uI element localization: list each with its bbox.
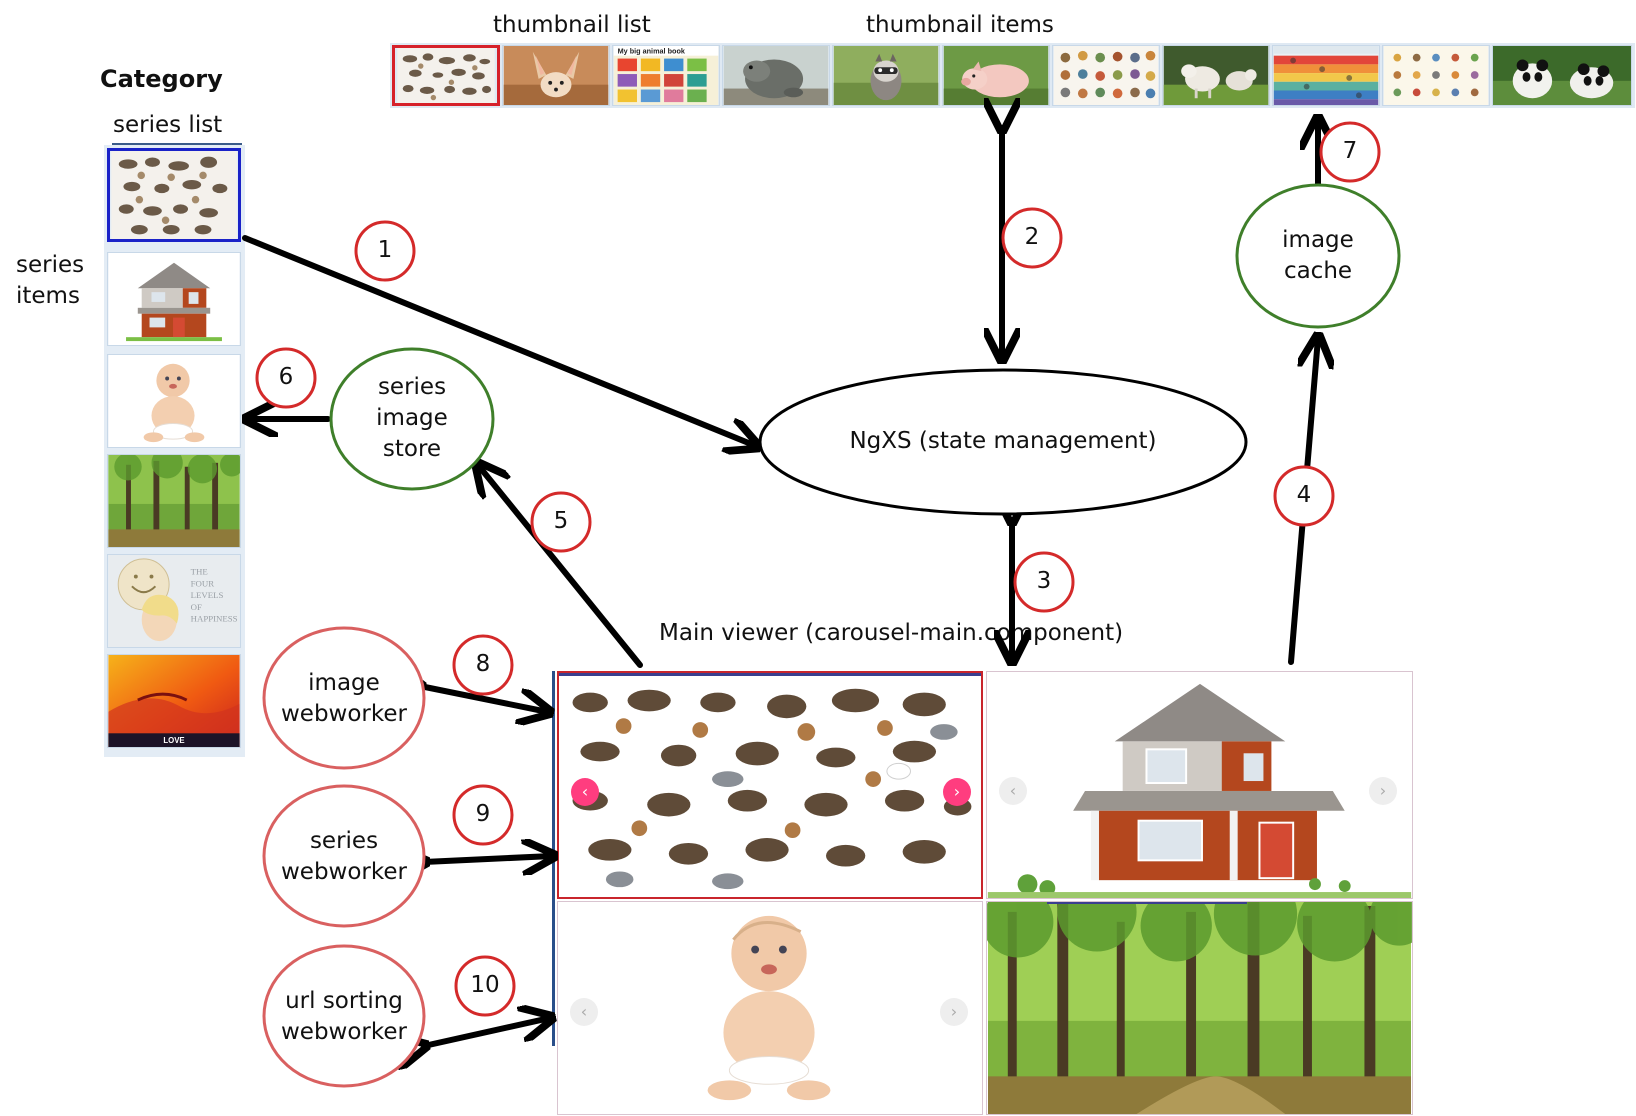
arrow-series-webworker	[424, 856, 552, 862]
series-items-label: series items	[16, 252, 85, 309]
thumb-fennec-fox[interactable]	[502, 45, 610, 106]
happiness-text-line: LEVELS	[191, 590, 224, 600]
carousel-prev-button[interactable]: ‹	[571, 778, 599, 806]
step-5-number: 5	[553, 508, 569, 534]
series-happiness[interactable]: THE FOUR LEVELS OF HAPPINESS	[107, 554, 241, 648]
step-8-number: 8	[475, 651, 491, 677]
arrow-series-to-ngxs	[242, 235, 756, 446]
thumb-animal-chart[interactable]	[1052, 45, 1160, 106]
animals-collage-large-image	[560, 673, 980, 897]
happiness-text-line: OF	[191, 602, 202, 612]
series-list-label: series list	[113, 112, 223, 138]
animals-collage-image	[397, 48, 495, 103]
arrow-viewer-to-store	[478, 465, 643, 668]
panda-image	[1493, 46, 1631, 105]
step-6-number: 6	[278, 364, 294, 390]
main-viewer-left-rule	[552, 671, 555, 1046]
happiness-text-line: HAPPINESS	[191, 614, 238, 624]
carousel-pane-animals[interactable]: ‹ ›	[557, 671, 983, 899]
series-baby[interactable]	[107, 354, 241, 448]
arrow-image-webworker	[420, 686, 548, 712]
thumb-piglet[interactable]	[942, 45, 1050, 106]
series-house[interactable]	[107, 252, 241, 346]
step-10-number: 10	[470, 972, 500, 998]
raccoon-image	[833, 46, 939, 105]
animal-book-image: My big animal book	[613, 46, 719, 105]
animal-book-text: My big animal book	[618, 47, 686, 56]
series-love-image: LOVE	[108, 655, 240, 747]
carousel-next-button[interactable]: ›	[940, 998, 968, 1026]
arrow-url-webworker	[424, 1018, 550, 1046]
piglet-image	[943, 46, 1049, 105]
step-2-number: 2	[1024, 224, 1040, 250]
carousel-pane-house[interactable]: ‹ ›	[986, 671, 1413, 899]
step-1-number: 1	[377, 237, 393, 263]
happiness-text-line: THE	[191, 567, 208, 577]
carousel-pane-forest[interactable]	[986, 901, 1413, 1115]
thumb-animal-grid[interactable]	[1382, 45, 1490, 106]
thumb-animal-book[interactable]: My big animal book	[612, 45, 720, 106]
carousel-next-button[interactable]: ›	[943, 778, 971, 806]
ngxs-label: NgXS (state management)	[849, 428, 1157, 454]
series-animals-image	[111, 151, 237, 239]
thumb-rodent[interactable]	[722, 45, 830, 106]
thumb-lambs[interactable]	[1162, 45, 1270, 106]
main-viewer-label: Main viewer (carousel-main.component)	[659, 620, 1124, 646]
thumb-panda[interactable]	[1492, 45, 1632, 106]
carousel-prev-button[interactable]: ‹	[999, 777, 1027, 805]
animal-grid-image	[1383, 46, 1489, 105]
rodent-image	[723, 46, 829, 105]
house-large-image	[987, 672, 1412, 898]
thumbnail-items-label: thumbnail items	[866, 12, 1054, 38]
carousel-next-button[interactable]: ›	[1369, 777, 1397, 805]
series-forest[interactable]	[107, 454, 241, 548]
thumbnail-list-label: thumbnail list	[493, 12, 651, 38]
series-forest-image	[108, 455, 240, 547]
series-happiness-image: THE FOUR LEVELS OF HAPPINESS	[108, 555, 240, 647]
series-list-underline	[112, 143, 242, 145]
series-baby-image	[108, 355, 240, 447]
pane-top-rule	[1047, 902, 1247, 904]
thumb-raccoon[interactable]	[832, 45, 940, 106]
animal-poster-image	[1273, 46, 1379, 105]
forest-large-image	[987, 902, 1412, 1114]
carousel-pane-baby[interactable]: ‹ ›	[557, 901, 983, 1115]
thumb-animals-collage[interactable]	[392, 45, 500, 106]
step-3-number: 3	[1036, 568, 1052, 594]
series-animals[interactable]	[107, 148, 241, 242]
thumb-animal-poster[interactable]	[1272, 45, 1380, 106]
series-love[interactable]: LOVE	[107, 654, 241, 748]
carousel-prev-button[interactable]: ‹	[570, 998, 598, 1026]
baby-large-image	[558, 902, 982, 1114]
happiness-text-line: FOUR	[191, 578, 215, 588]
fennec-fox-image	[503, 46, 609, 105]
step-7-number: 7	[1342, 138, 1358, 164]
love-text: LOVE	[163, 736, 184, 745]
series-house-image	[108, 253, 240, 345]
step-9-number: 9	[475, 801, 491, 827]
category-label: Category	[100, 65, 223, 93]
pane-top-rule	[559, 673, 981, 676]
lambs-image	[1163, 46, 1269, 105]
animal-chart-image	[1053, 46, 1159, 105]
step-4-number: 4	[1296, 482, 1312, 508]
